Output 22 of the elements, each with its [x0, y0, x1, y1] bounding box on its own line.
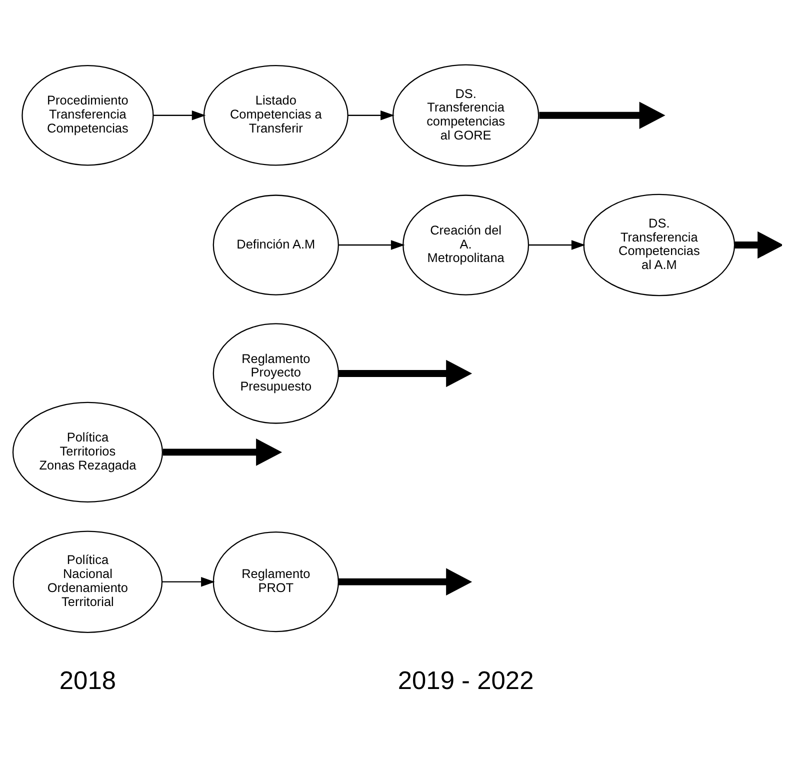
arrow — [338, 568, 472, 595]
node-ellipse: DS. Transferencia Competencias al A.M — [583, 193, 736, 296]
node-ellipse: Reglamento Proyecto Presupuesto — [212, 322, 339, 424]
label: 2018 — [59, 666, 116, 695]
node-ellipse: Procedimiento Transferencia Competencias — [22, 64, 154, 166]
arrow — [348, 110, 394, 120]
node-ellipse: DS. Transferencia competencias al GORE — [392, 64, 540, 166]
arrow — [153, 110, 206, 120]
node-ellipse: Creación del A. Metropolitana — [402, 194, 530, 295]
arrow — [528, 240, 586, 250]
node-ellipse: Política Nacional Ordenamiento Territorial — [12, 530, 163, 632]
arrow — [734, 230, 782, 258]
node-ellipse: Política Territorios Zonas Rezagada — [12, 401, 163, 502]
arrow — [162, 576, 215, 586]
arrow — [338, 240, 405, 250]
arrow — [162, 438, 282, 466]
label: 2019 - 2022 — [398, 666, 534, 695]
node-ellipse: Listado Competencias a Transferir — [203, 64, 348, 166]
node-ellipse: Reglamento PROT — [212, 530, 339, 632]
arrow — [338, 359, 472, 387]
node-ellipse: Definción A.M — [212, 194, 339, 295]
arrow — [539, 101, 666, 129]
